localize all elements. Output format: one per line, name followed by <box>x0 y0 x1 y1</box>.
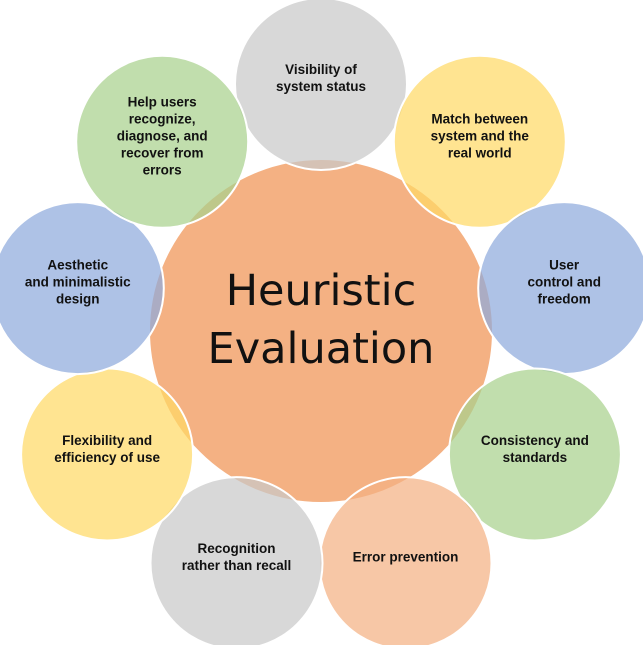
heuristic-circle <box>392 54 567 229</box>
heuristic-circle <box>477 201 643 376</box>
heuristic-circle <box>447 367 622 542</box>
heuristic-circle <box>234 0 408 171</box>
heuristic-circle <box>0 201 165 376</box>
heuristic-circle <box>75 54 250 229</box>
heuristic-circle <box>149 476 324 645</box>
heuristic-circle <box>20 367 195 542</box>
heuristic-circle <box>318 476 493 645</box>
